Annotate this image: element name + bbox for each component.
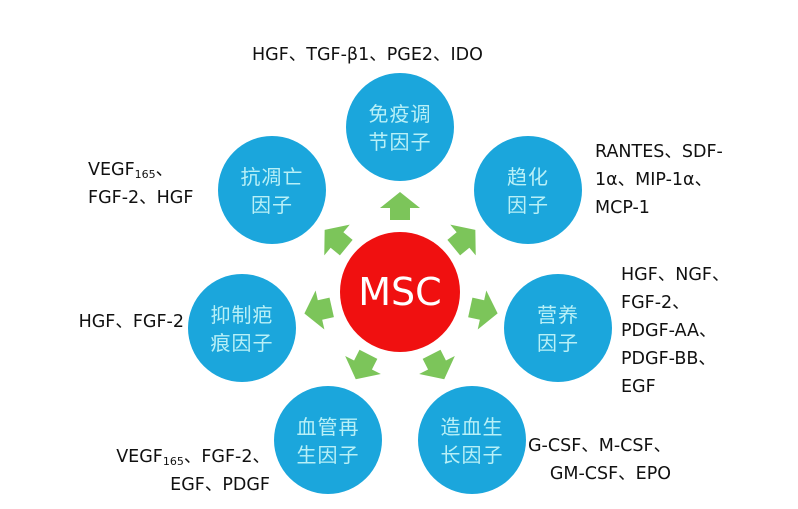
factors-chemotaxis: RANTES、SDF-1α、MIP-1α、MCP-1: [595, 142, 723, 218]
msc-label: MSC: [358, 270, 442, 314]
factors-angiogenesis: VEGF165、FGF-2、EGF、PDGF: [116, 447, 270, 495]
arrow-icon-angiogenesis: [345, 349, 381, 380]
node-anti-apoptosis-circle: [218, 136, 326, 244]
node-hematopoietic-label: 造血生长因子: [440, 415, 504, 467]
factors-hematopoietic: G-CSF、M-CSF、GM-CSF、EPO: [528, 436, 672, 484]
node-immune-circle: [346, 73, 454, 181]
node-angiogenesis-circle: [274, 386, 382, 494]
node-nutrition-circle: [504, 274, 612, 382]
node-anti-scar-circle: [188, 274, 296, 382]
factors-immune: HGF、TGF-β1、PGE2、IDO: [252, 45, 483, 65]
node-chemotaxis-circle: [474, 136, 582, 244]
factors-anti-scar: HGF、FGF-2: [78, 312, 184, 332]
node-anti-apoptosis-label: 抗凋亡因子: [240, 165, 304, 217]
arrow-icon-anti-apoptosis: [324, 224, 353, 256]
node-angiogenesis-label: 血管再生因子: [296, 415, 360, 467]
factors-anti-apoptosis: VEGF165、FGF-2、HGF: [88, 160, 194, 208]
msc-circle: [340, 232, 460, 352]
factors-nutrition: HGF、NGF、FGF-2、PDGF-AA、PDGF-BB、EGF: [621, 265, 730, 397]
arrow-icon-immune: [380, 192, 420, 220]
arrow-icon-chemotaxis: [447, 224, 476, 256]
node-hematopoietic-circle: [418, 386, 526, 494]
node-anti-scar-label: 抑制疤痕因子: [210, 303, 274, 355]
node-nutrition-label: 营养因子: [537, 303, 579, 355]
node-chemotaxis-label: 趋化因子: [507, 165, 549, 217]
arrow-icon-anti-scar: [304, 290, 334, 330]
arrow-icon-nutrition: [468, 290, 498, 330]
node-immune-label: 免疫调节因子: [368, 102, 432, 154]
arrow-icon-hematopoietic: [419, 349, 455, 380]
